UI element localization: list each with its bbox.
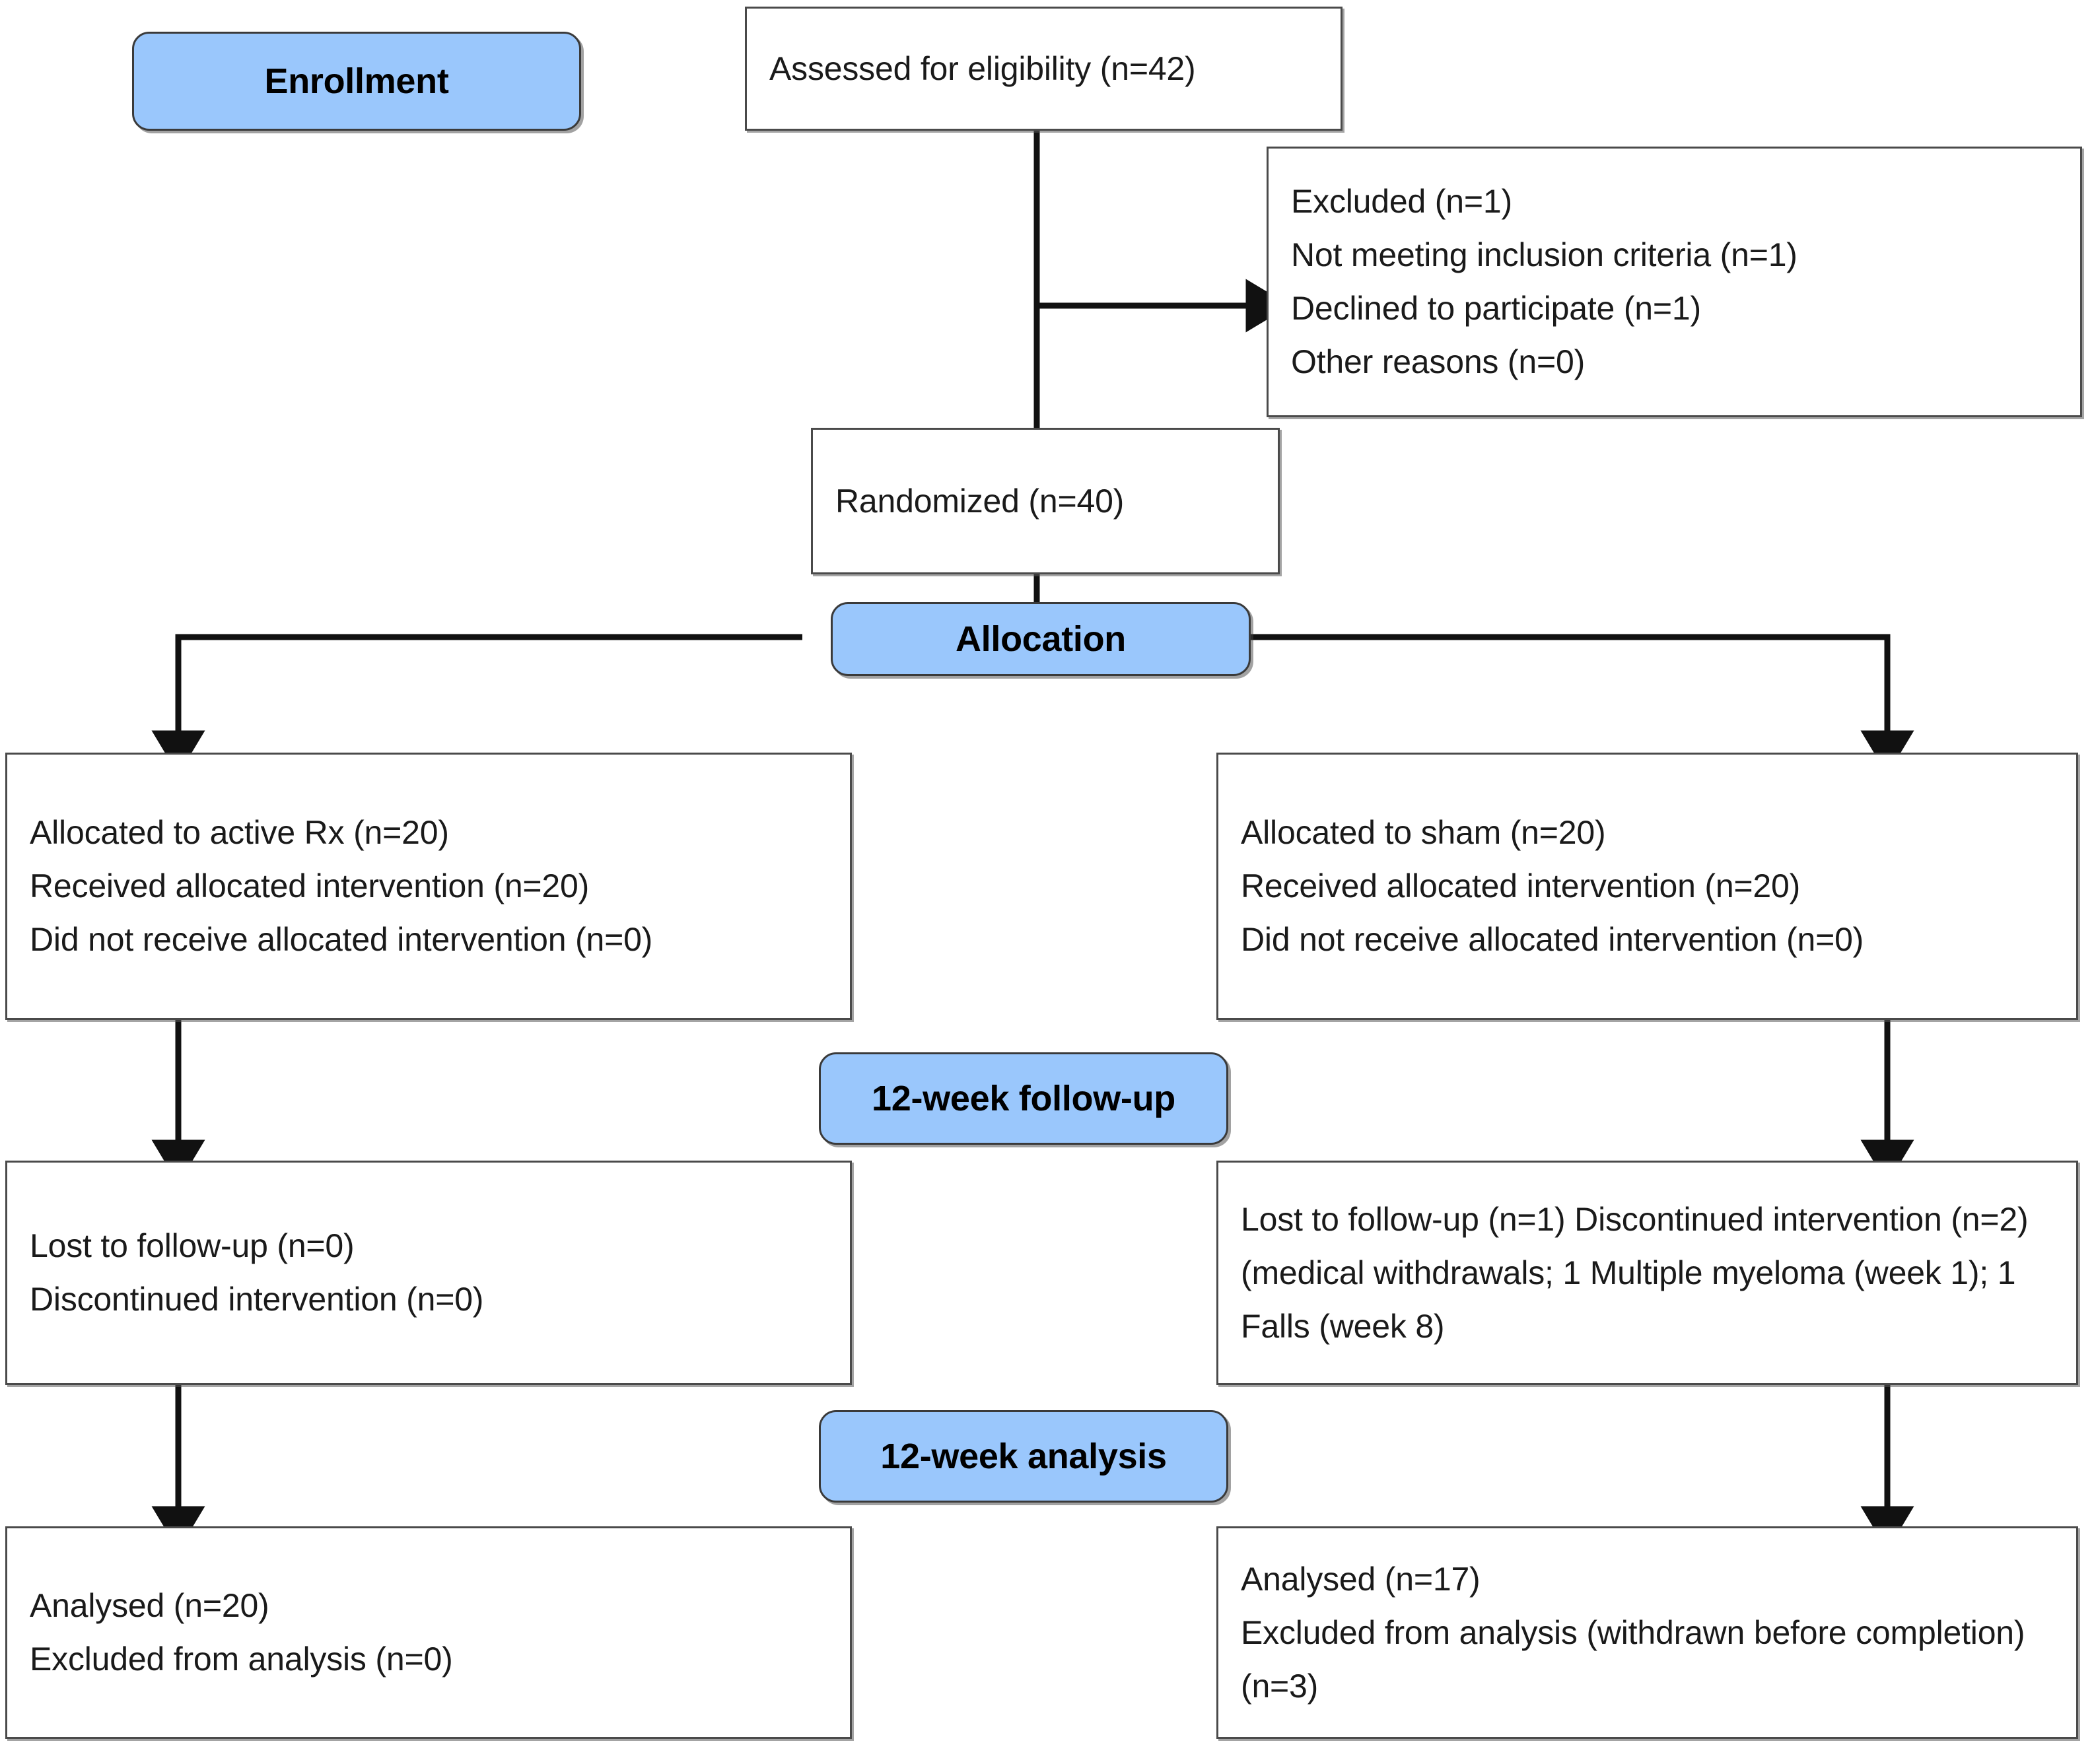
node-line: Allocated to active Rx (n=20): [30, 814, 449, 851]
node-allocated-active-rx: Allocated to active Rx (n=20) Received a…: [5, 753, 852, 1020]
node-text-block: Lost to follow-up (n=0) Discontinued int…: [7, 1219, 850, 1326]
node-text-block: Lost to follow-up (n=1) Discontinued int…: [1218, 1193, 2076, 1353]
node-line: Excluded (n=1): [1291, 183, 1512, 220]
node-line: Lost to follow-up (n=0): [30, 1227, 355, 1264]
stage-label-followup: 12-week follow-up: [872, 1079, 1175, 1118]
node-line: Randomized (n=40): [835, 482, 1125, 520]
node-excluded: Excluded (n=1) Not meeting inclusion cri…: [1267, 147, 2082, 417]
stage-badge-analysis: 12-week analysis: [819, 1410, 1228, 1503]
node-allocated-sham: Allocated to sham (n=20) Received alloca…: [1216, 753, 2078, 1020]
stage-label-allocation: Allocation: [955, 619, 1126, 659]
stage-badge-allocation: Allocation: [831, 602, 1251, 676]
node-randomized: Randomized (n=40): [811, 428, 1280, 574]
node-followup-sham: Lost to follow-up (n=1) Discontinued int…: [1216, 1161, 2078, 1385]
node-text-block: Allocated to sham (n=20) Received alloca…: [1218, 806, 2076, 967]
node-analysis-active-rx: Analysed (n=20) Excluded from analysis (…: [5, 1526, 852, 1739]
node-line: Declined to participate (n=1): [1291, 290, 1701, 327]
node-line: Did not receive allocated intervention (…: [1241, 921, 1864, 958]
node-text-block: Excluded (n=1) Not meeting inclusion cri…: [1269, 175, 2080, 389]
node-line: Excluded from analysis (withdrawn before…: [1241, 1613, 2025, 1705]
node-line: Other reasons (n=0): [1291, 343, 1586, 380]
node-line: Lost to follow-up (n=1) Discontinued int…: [1241, 1200, 2029, 1345]
node-line: Not meeting inclusion criteria (n=1): [1291, 236, 1797, 273]
stage-label-analysis: 12-week analysis: [880, 1437, 1167, 1476]
stage-badge-followup: 12-week follow-up: [819, 1052, 1228, 1145]
node-line: Discontinued intervention (n=0): [30, 1281, 484, 1318]
node-followup-active-rx: Lost to follow-up (n=0) Discontinued int…: [5, 1161, 852, 1385]
node-line: Received allocated intervention (n=20): [1241, 867, 1801, 904]
stage-badge-enrollment: Enrollment: [132, 32, 581, 131]
node-text-block: Assessed for eligibility (n=42): [747, 42, 1341, 96]
node-analysis-sham: Analysed (n=17) Excluded from analysis (…: [1216, 1526, 2078, 1739]
node-text-block: Allocated to active Rx (n=20) Received a…: [7, 806, 850, 967]
node-text-block: Analysed (n=20) Excluded from analysis (…: [7, 1579, 850, 1686]
node-text-block: Analysed (n=17) Excluded from analysis (…: [1218, 1553, 2076, 1713]
node-line: Assessed for eligibility (n=42): [769, 50, 1196, 87]
node-line: Analysed (n=17): [1241, 1560, 1481, 1598]
node-line: Excluded from analysis (n=0): [30, 1641, 453, 1678]
node-assessed-for-eligibility: Assessed for eligibility (n=42): [745, 7, 1343, 131]
connector-allocation-to-left-arm: [151, 634, 802, 775]
stage-label-enrollment: Enrollment: [264, 61, 449, 101]
node-line: Analysed (n=20): [30, 1587, 269, 1624]
node-line: Allocated to sham (n=20): [1241, 814, 1606, 851]
node-line: Received allocated intervention (n=20): [30, 867, 590, 904]
node-text-block: Randomized (n=40): [813, 475, 1278, 528]
node-line: Did not receive allocated intervention (…: [30, 921, 653, 958]
